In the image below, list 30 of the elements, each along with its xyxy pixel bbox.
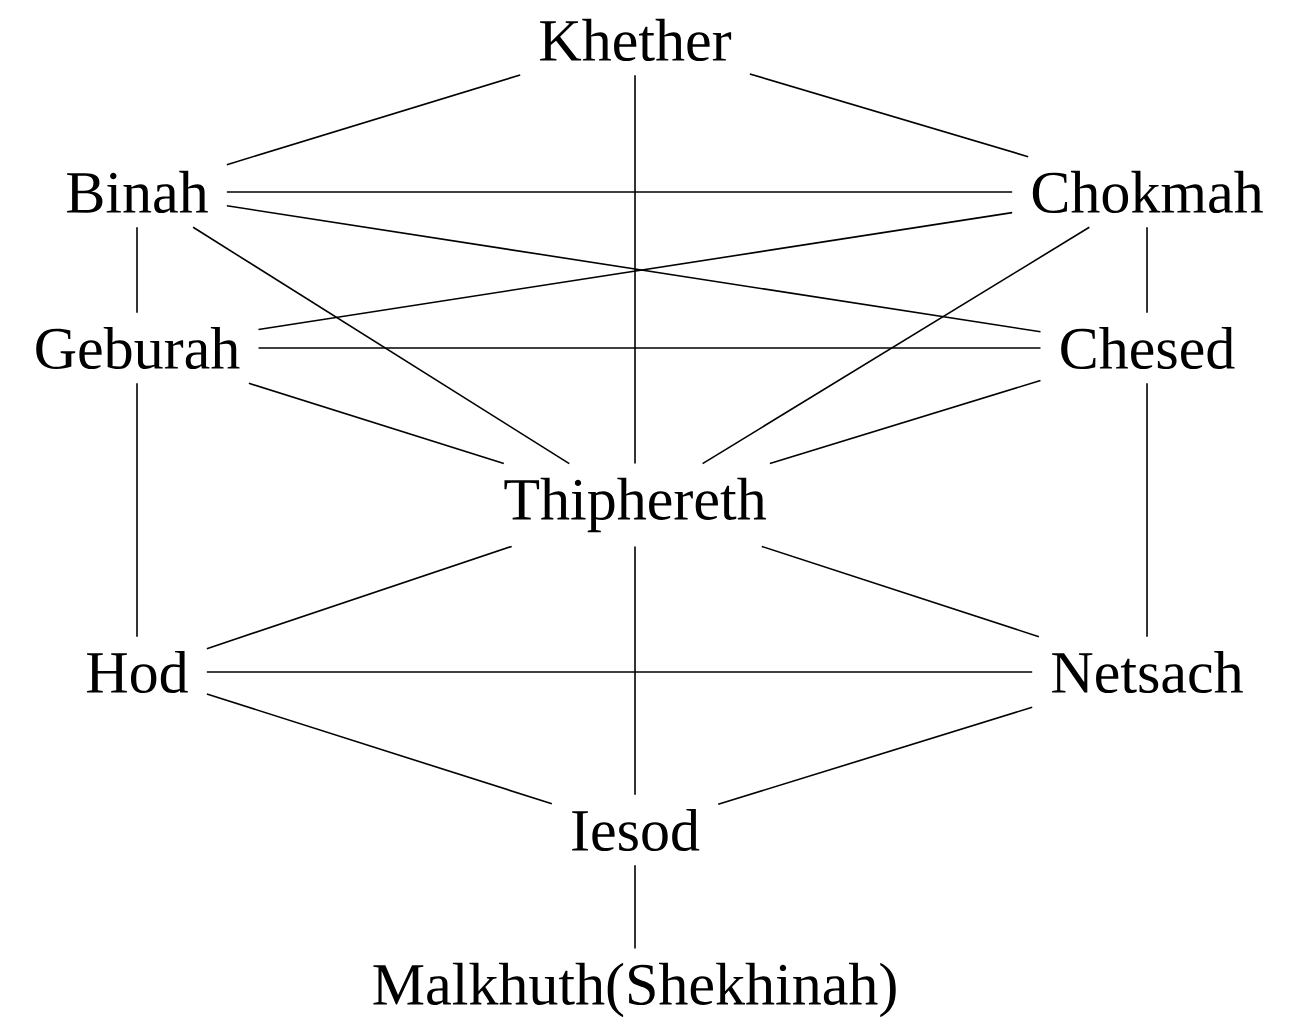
connector-line (136, 382, 138, 638)
node-label: Chesed (1061, 326, 1235, 370)
node-label: Chokmah (1032, 170, 1263, 214)
node-label: Hod (87, 650, 188, 694)
node-label: Malkhuth(Shekhinah) (373, 962, 896, 1018)
connector-line (1146, 382, 1148, 638)
connector-line (634, 74, 636, 465)
connector-line (701, 226, 1091, 465)
node-label: Geburah (36, 326, 240, 370)
connector-line (257, 347, 1042, 349)
connector-line (206, 671, 1033, 673)
node-label: Thiphereth (504, 477, 766, 533)
connector-line (206, 545, 513, 650)
connector-line (634, 545, 636, 796)
node-label: Netsach (1052, 650, 1243, 694)
connector-line (226, 191, 1013, 193)
connector-line (634, 864, 636, 950)
connector-line (749, 73, 1029, 158)
connector-line (761, 545, 1040, 638)
node-label: Khether (540, 18, 732, 62)
connector-line (1146, 226, 1148, 314)
connector-line (769, 379, 1042, 465)
node-label: Iesod (572, 808, 700, 852)
connector-line (226, 74, 521, 166)
connector-line (248, 382, 505, 465)
connector-line (192, 226, 571, 465)
node-label: Binah (67, 170, 208, 214)
connector-line (136, 226, 138, 314)
connector-line (206, 693, 553, 805)
connector-line (717, 706, 1033, 806)
